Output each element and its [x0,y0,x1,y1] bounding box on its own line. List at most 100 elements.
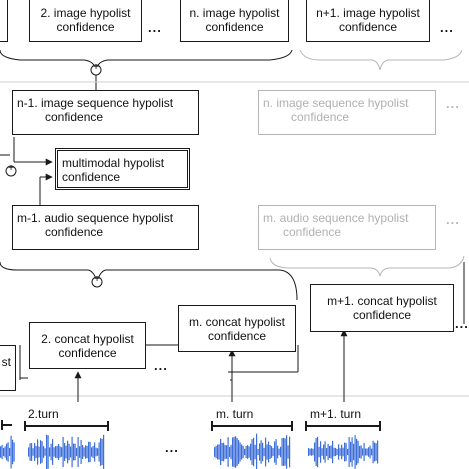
waveform-bar [330,445,332,459]
waveform-bar [7,442,9,462]
waveform-bar [372,440,374,464]
multimodal-hypolist: multimodal hypolist confidence [55,148,190,190]
waveform-bar [354,435,356,469]
waveform-bar [347,448,349,456]
turn-label-m: m. turn [216,407,254,421]
waveform-bar [323,444,325,460]
waveform-bar [65,445,67,459]
concat-hypolist-m-plus-1: m+1. concat hypolist confidence [310,284,454,332]
waveform-bar [356,438,358,466]
waveform-bar [221,443,223,461]
waveform-bar [317,436,319,468]
concat-brace [0,261,298,301]
waveform-bar [10,435,12,469]
plus-symbol-top: + [93,62,99,73]
partial-image-hypolist-box [0,0,8,42]
waveform-bar [47,435,49,469]
waveform-bar [315,437,317,467]
image-sequence-hypolist: n-1. image sequence hypolist confidence [12,90,199,135]
waveform-bar [363,443,365,461]
ellipsis-concat-2: ... [455,316,469,331]
waveform-bar [241,444,243,460]
waveform-bar [257,448,259,456]
image-hypolist-2: 2. image hypolist confidence [29,0,142,42]
waveform-bar [308,448,310,456]
waveform-bar [268,441,270,463]
waveform-bar [43,446,45,458]
waveform-bar [333,447,335,457]
waveform-bar [309,448,311,456]
waveform-bar [326,448,328,456]
waveform-bar [284,438,286,466]
waveform-bar [375,443,377,461]
ellipsis-turns: ... [165,440,179,455]
concat-brace-faded [269,255,465,277]
waveform-bar [232,437,234,467]
waveform-bar [320,441,322,463]
waveform-bar [353,443,355,461]
waveform-bar [29,443,31,461]
waveform-bar [0,446,2,458]
waveform-bar [245,446,247,458]
waveform-bar [274,441,276,463]
waveform-bar [100,438,102,466]
waveform-bar [12,439,14,465]
waveform-bar [251,439,253,465]
waveform-bar [342,447,344,457]
waveform-bar [266,444,268,460]
waveform-bar [41,441,43,463]
waveform-bar [377,440,379,464]
waveform-bar [44,448,46,456]
waveform-bar [281,438,283,466]
left-plus-circle [5,165,17,177]
waveform-bar [339,448,341,456]
waveform-bar [256,433,258,469]
waveform-bar [214,447,216,457]
waveform-bar [224,444,226,460]
waveform-bar [227,437,229,467]
waveform-bar [365,448,367,456]
waveform-bar [312,448,314,456]
waveform-bar [254,444,256,460]
waveform-bar [50,443,52,461]
waveform-bar [362,448,364,456]
ellipsis-image-seq: ... [446,96,460,111]
waveform-bar [338,444,340,460]
waveform-bar [262,442,264,462]
waveform-bar [53,447,55,457]
waveform-bar [345,442,347,462]
waveform-bar [217,444,219,460]
waveform-bar [49,447,51,457]
waveform-bar [371,448,373,456]
waveform-bar [97,448,99,456]
waveform-bar [321,448,323,456]
waveform-bar [344,442,346,462]
waveform-bar [74,443,76,461]
waveform-bar [71,436,73,468]
waveform-bar [55,446,57,458]
waveform-bar [263,447,265,457]
waveform-bar [64,442,66,462]
audio-waveforms [0,433,379,469]
ellipsis-concat-1: ... [154,358,168,373]
waveform-bar [98,442,100,462]
waveform-bar [59,446,61,458]
waveform-bar [368,447,370,457]
waveform-bar [341,444,343,460]
waveform-bar [283,437,285,467]
waveform-bar [56,445,58,459]
waveform-bar [88,441,90,463]
waveform-bar [61,447,63,457]
waveform-bar [86,445,88,459]
waveform-bar [82,444,84,460]
waveform-bar [32,448,34,456]
turn-bracket-2 [24,421,109,431]
waveform-bar [359,445,361,459]
waveform-bar [37,439,39,465]
waveform-bar [289,436,291,468]
waveform-bar [275,439,277,465]
waveform-bar [94,442,96,462]
waveform-bar [253,437,255,467]
waveform-bar [350,441,352,463]
